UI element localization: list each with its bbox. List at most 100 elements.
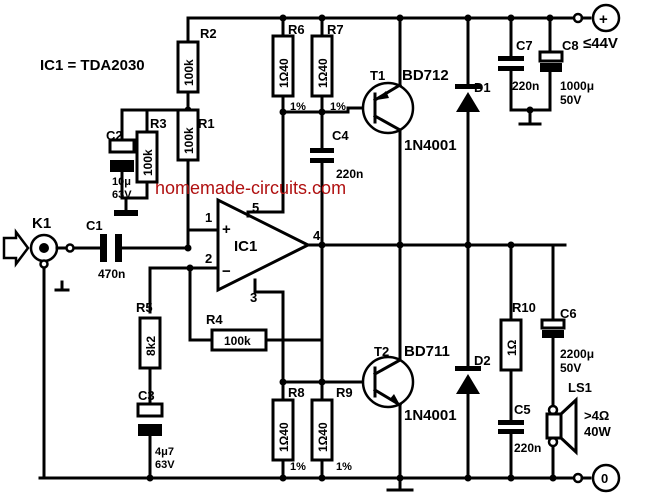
junction-dots xyxy=(146,14,557,482)
capacitor-c8: C8 1000μ 50V xyxy=(538,38,594,107)
resistor-r2: 100k R2 xyxy=(176,26,217,94)
resistor-r7: 1Ω40 R7 1% xyxy=(310,22,346,113)
watermark: homemade-circuits.com xyxy=(155,178,346,198)
c4-value: 220n xyxy=(336,167,363,181)
r3-label: R3 xyxy=(150,116,167,131)
r1-value: 100k xyxy=(182,127,196,154)
r7-tolerance: 1% xyxy=(330,101,346,113)
c3-value: 4μ7 xyxy=(155,446,174,458)
supply-voltage: ≤44V xyxy=(583,35,618,52)
wires xyxy=(38,16,580,492)
ic1-pin1: 1 xyxy=(205,210,212,225)
c2-value: 10μ xyxy=(112,176,131,188)
r3-value: 100k xyxy=(141,149,155,176)
t2-label: T2 xyxy=(374,344,389,359)
r8-label: R8 xyxy=(288,385,305,400)
diode-d1: D1 1N4001 xyxy=(404,80,491,154)
supply-plus-symbol: + xyxy=(599,11,608,28)
resistor-r6: 1Ω40 R6 1% xyxy=(271,22,306,113)
capacitor-c3: C3 4μ7 63V xyxy=(136,388,175,471)
ic1-pin2: 2 xyxy=(205,251,212,266)
capacitor-c4: C4 220n xyxy=(310,128,363,181)
c4-label: C4 xyxy=(332,128,349,143)
c5-value: 220n xyxy=(514,441,541,455)
c2-voltage: 63V xyxy=(112,189,132,201)
ic1-pin5: 5 xyxy=(252,200,259,215)
capacitor-c5: C5 220n xyxy=(498,402,541,455)
resistor-r5: 8k2 R5 xyxy=(136,300,162,370)
r2-value: 100k xyxy=(182,59,196,86)
transistor-t2: T2 BD711 xyxy=(361,343,450,409)
r6-value: 1Ω40 xyxy=(277,58,291,88)
ground-terminal: 0 xyxy=(572,463,621,493)
c5-label: C5 xyxy=(514,402,531,417)
r5-value: 8k2 xyxy=(144,336,158,356)
resistor-r1: 100k R1 xyxy=(176,108,215,162)
r9-tolerance: 1% xyxy=(336,461,352,473)
r6-label: R6 xyxy=(288,22,305,37)
supply-terminal: + ≤44V xyxy=(572,3,621,52)
ic1-name: IC1 xyxy=(234,238,257,255)
d1-label: D1 xyxy=(474,80,491,95)
ic1-pin4: 4 xyxy=(313,228,321,243)
c1-label: C1 xyxy=(86,218,103,233)
r7-label: R7 xyxy=(327,22,344,37)
ls1-impedance: >4Ω xyxy=(584,408,609,423)
r8-tolerance: 1% xyxy=(290,461,306,473)
r4-value: 100k xyxy=(224,334,251,348)
r8-value: 1Ω40 xyxy=(277,422,291,452)
k1-label: K1 xyxy=(32,215,51,232)
r9-label: R9 xyxy=(336,385,353,400)
r7-value: 1Ω40 xyxy=(316,58,330,88)
ls1-label: LS1 xyxy=(568,380,592,395)
input-connector-k1: K1 xyxy=(2,215,75,292)
d1-part: 1N4001 xyxy=(404,137,457,154)
r10-value: 1Ω xyxy=(505,339,519,356)
ic1-op-amp: IC1 + − 1 2 3 4 5 xyxy=(205,197,321,305)
c1-value: 470n xyxy=(98,267,125,281)
r4-label: R4 xyxy=(206,312,223,327)
ic1-minus: − xyxy=(222,263,231,280)
ls1-power: 40W xyxy=(584,424,611,439)
circuit-title: IC1 = TDA2030 xyxy=(40,57,145,74)
diode-d2: D2 1N4001 xyxy=(404,353,491,424)
resistor-r4: 100k R4 xyxy=(206,312,268,352)
c8-value: 1000μ xyxy=(560,79,594,93)
c6-label: C6 xyxy=(560,306,577,321)
resistor-r3: 100k R3 xyxy=(135,116,167,184)
d2-part: 1N4001 xyxy=(404,407,457,424)
ground-zero-label: 0 xyxy=(601,471,608,486)
r9-value: 1Ω40 xyxy=(316,422,330,452)
r10-label: R10 xyxy=(512,300,536,315)
input-arrow-icon xyxy=(2,228,30,268)
ic1-plus: + xyxy=(222,221,231,238)
c7-value: 220n xyxy=(512,79,539,93)
r2-label: R2 xyxy=(200,26,217,41)
c6-value: 2200μ xyxy=(560,347,594,361)
r5-label: R5 xyxy=(136,300,153,315)
r6-tolerance: 1% xyxy=(290,101,306,113)
c7-label: C7 xyxy=(516,38,533,53)
c8-voltage: 50V xyxy=(560,93,581,107)
resistor-r10: 1Ω R10 xyxy=(499,300,536,372)
transistor-t1: T1 BD712 xyxy=(361,67,449,135)
t1-label: T1 xyxy=(370,68,385,83)
c2-label: C2 xyxy=(106,128,123,143)
r1-label: R1 xyxy=(198,116,215,131)
c8-label: C8 xyxy=(562,38,579,53)
speaker-ls1: LS1 >4Ω 40W xyxy=(545,380,611,456)
c3-voltage: 63V xyxy=(155,459,175,471)
capacitor-c2: C2 10μ 63V xyxy=(106,128,136,201)
t2-part: BD711 xyxy=(404,343,450,360)
capacitor-c6: C6 2200μ 50V xyxy=(540,306,594,375)
capacitor-c7: C7 220n xyxy=(498,38,539,93)
resistor-r9: 1Ω40 R9 1% xyxy=(310,385,353,473)
ground-symbol-c2 xyxy=(114,210,138,216)
capacitor-c1: C1 470n xyxy=(86,218,125,281)
c6-voltage: 50V xyxy=(560,361,581,375)
t1-part: BD712 xyxy=(402,67,449,84)
c3-label: C3 xyxy=(138,388,155,403)
resistor-r8: 1Ω40 R8 1% xyxy=(271,385,306,473)
ic1-pin3: 3 xyxy=(250,290,257,305)
